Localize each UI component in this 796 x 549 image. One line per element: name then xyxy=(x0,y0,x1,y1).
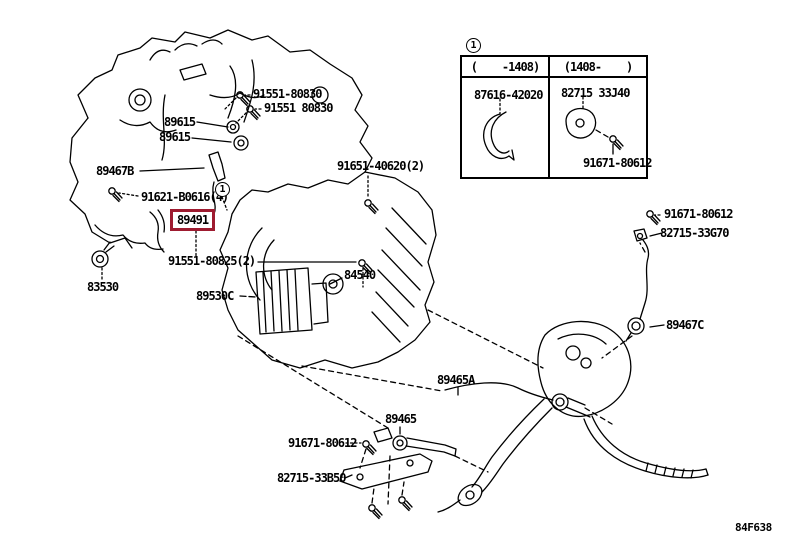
part-label-82715-33b50[interactable]: 82715-33B50 xyxy=(277,471,346,485)
part-label-89615-2[interactable]: 89615 xyxy=(159,130,191,144)
part-label-91671-80612[interactable]: 91671-80612 xyxy=(288,436,357,450)
variant-callout-table: ( -1408) (1408- ) 87616-42020 82715 33J4… xyxy=(460,55,652,179)
part-label-87616-42020[interactable]: 87616-42020 xyxy=(474,88,543,102)
part-label-91551-80825[interactable]: 91551-80825(2) xyxy=(168,254,256,268)
part-label-82715-33g70[interactable]: 82715-33G70 xyxy=(660,226,729,240)
part-label-91671-80612-table[interactable]: 91671-80612 xyxy=(583,156,652,170)
highlighted-part-label-89491[interactable]: 89491 xyxy=(170,209,216,231)
part-label-89465a[interactable]: 89465A xyxy=(437,373,475,387)
table-header-before-1408: ( -1408) xyxy=(470,59,540,74)
table-column-divider xyxy=(548,57,550,177)
table-header-from-1408: (1408- ) xyxy=(563,59,633,74)
table-header-rule xyxy=(462,76,646,78)
part-label-89467b[interactable]: 89467B xyxy=(96,164,134,178)
part-label-89530c[interactable]: 89530C xyxy=(196,289,234,303)
callout-table-marker-icon: 1 xyxy=(466,38,481,53)
part-label-89467c[interactable]: 89467C xyxy=(666,318,704,332)
part-label-91551-80830-2[interactable]: 91551 80830 xyxy=(264,101,333,115)
part-label-89465[interactable]: 89465 xyxy=(385,412,417,426)
part-label-91551-80830[interactable]: 91551-80830 xyxy=(253,87,322,101)
part-label-91671-80612-2[interactable]: 91671-80612 xyxy=(664,207,733,221)
part-label-82715-33j40[interactable]: 82715 33J40 xyxy=(561,86,630,100)
part-label-83530[interactable]: 83530 xyxy=(87,280,119,294)
part-label-84540[interactable]: 84540 xyxy=(344,268,376,282)
part-label-91621-b0616[interactable]: 91621-B0616(4) xyxy=(141,190,229,204)
part-label-89615[interactable]: 89615 xyxy=(164,115,196,129)
callout-1-marker-icon: 1 xyxy=(215,182,230,197)
part-label-91651-40620[interactable]: 91651-40620(2) xyxy=(337,159,425,173)
diagram-code: 84F638 xyxy=(735,521,772,534)
